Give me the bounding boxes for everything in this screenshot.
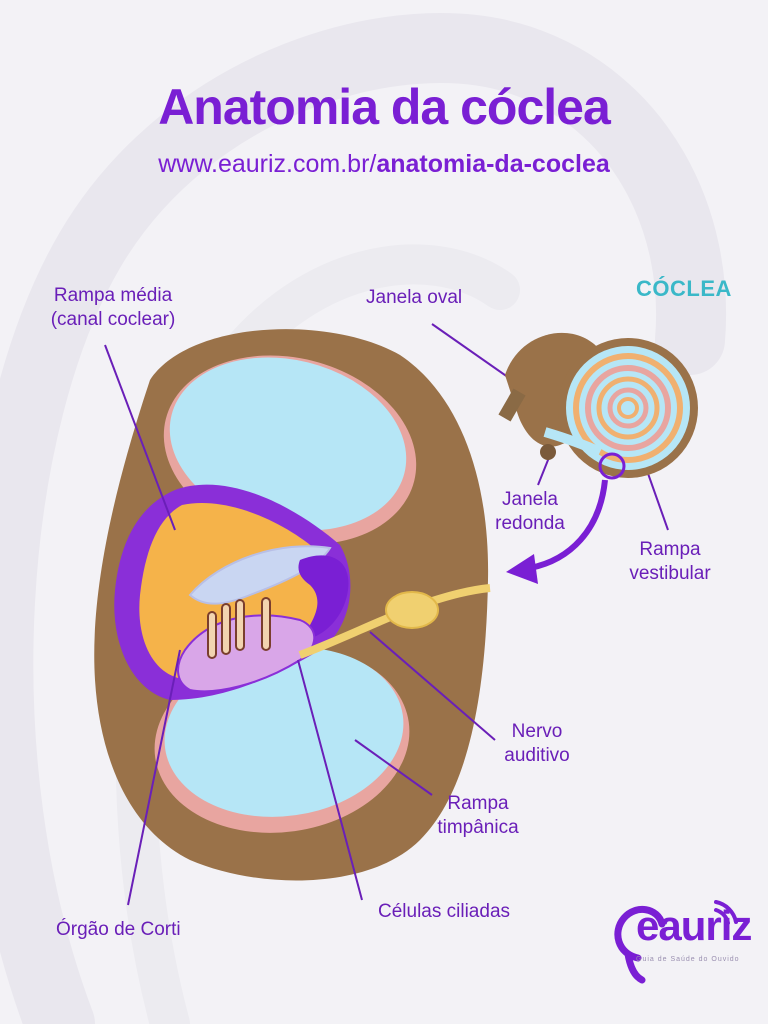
label-rampa-timpanica: Rampa timpânica xyxy=(430,792,526,840)
source-url[interactable]: www.eauriz.com.br/anatomia-da-coclea xyxy=(0,150,768,179)
leader-nervo-auditivo xyxy=(369,631,496,741)
logo-wordmark: eauriz xyxy=(636,902,752,949)
label-nervo-auditivo-line2: auditivo xyxy=(504,745,570,766)
label-nervo-auditivo-line1: Nervo xyxy=(511,721,563,742)
leader-rampa-timpanica xyxy=(354,739,433,796)
leader-orgao-corti xyxy=(127,649,181,906)
label-rampa-timpanica-line1: Rampa xyxy=(447,793,509,814)
url-prefix: www.eauriz.com.br/ xyxy=(158,150,377,178)
cross-section-marker xyxy=(598,452,626,480)
cochlea-spiral-icon xyxy=(498,332,698,584)
label-rampa-media: Rampa média (canal coclear) xyxy=(38,284,188,332)
leader-celulas-ciliadas xyxy=(297,659,363,901)
label-orgao-de-corti: Órgão de Corti xyxy=(56,919,181,940)
label-coclea: CÓCLEA xyxy=(636,276,732,301)
label-rampa-vestibular-line1: Rampa xyxy=(639,539,701,560)
label-celulas-ciliadas: Células ciliadas xyxy=(378,901,511,922)
label-janela-redonda: Janela redonda xyxy=(490,488,570,536)
label-rampa-media-line2: (canal coclear) xyxy=(50,309,176,330)
label-rampa-media-line1: Rampa média xyxy=(53,285,173,306)
label-rampa-timpanica-line2: timpânica xyxy=(437,817,519,838)
label-janela-oval: Janela oval xyxy=(366,287,463,308)
logo-tagline: Guia de Saúde do Ouvido xyxy=(636,956,740,963)
label-rampa-vestibular-line2: vestibular xyxy=(629,563,711,584)
leader-janela-oval xyxy=(431,323,513,381)
eauriz-logo[interactable]: eauriz Guia de Saúde do Ouvido xyxy=(606,896,756,986)
arrow-icon xyxy=(529,479,608,571)
leader-rampa-media xyxy=(104,344,176,531)
spiral-ligament xyxy=(298,555,349,640)
label-janela-redonda-line2: redonda xyxy=(495,513,565,534)
label-nervo-auditivo: Nervo auditivo xyxy=(492,720,582,768)
label-rampa-vestibular: Rampa vestibular xyxy=(620,538,720,586)
spiral-ganglion xyxy=(385,591,439,629)
url-path: anatomia-da-coclea xyxy=(376,150,610,178)
hair-cells xyxy=(207,597,271,659)
label-janela-redonda-line1: Janela xyxy=(502,489,558,510)
ear-logo-icon xyxy=(614,900,738,984)
leader-rampa-vestibular xyxy=(644,464,669,531)
page-title: Anatomia da cóclea xyxy=(158,79,611,135)
